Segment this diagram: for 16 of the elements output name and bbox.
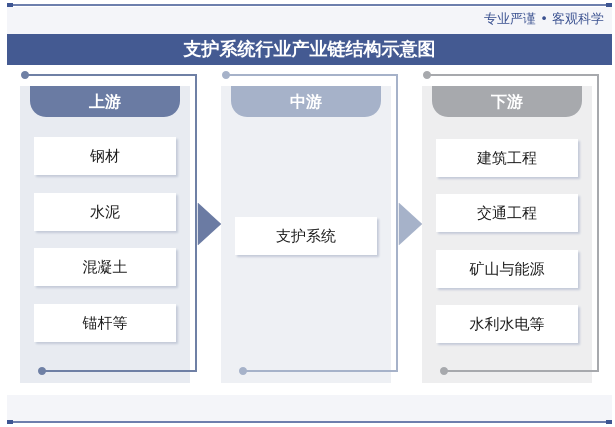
item-card: 水利水电等 (436, 305, 578, 343)
item-card: 钢材 (34, 137, 176, 175)
item-card: 水泥 (34, 193, 176, 231)
chevron-arrow (198, 202, 222, 246)
stage-tab: 中游 (231, 86, 381, 117)
tagline: 专业严谨 • 客观科学 (484, 12, 604, 28)
item-card: 矿山与能源 (436, 250, 578, 288)
item-card: 混凝土 (34, 248, 176, 286)
item-card: 支护系统 (235, 217, 377, 255)
chevron-arrow (398, 202, 422, 246)
item-card: 交通工程 (436, 194, 578, 232)
title-banner: 支护系统行业产业链结构示意图 (7, 34, 612, 65)
stage-tab: 上游 (30, 86, 180, 117)
item-card: 锚杆等 (34, 304, 176, 342)
stage-tab: 下游 (432, 86, 582, 117)
item-card: 建筑工程 (436, 139, 578, 177)
